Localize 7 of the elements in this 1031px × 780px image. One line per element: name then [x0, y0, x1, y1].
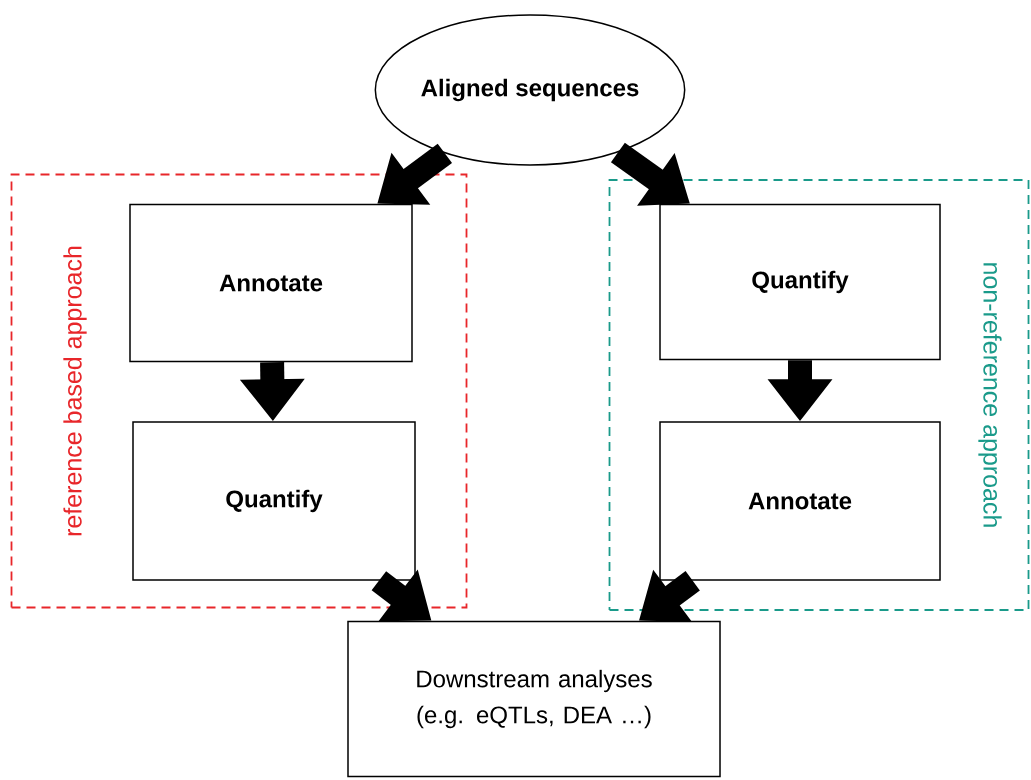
process-box: Quantify — [132, 421, 416, 581]
group-label: non-reference approach — [978, 263, 1002, 527]
process-box: Quantify — [659, 203, 941, 361]
process-box: Annotate — [129, 203, 413, 363]
group-label: reference based approach — [63, 246, 87, 536]
process-box: Downstream analyses (e.g. eQTLs, DEA …) — [347, 620, 721, 778]
process-box: Annotate — [659, 421, 941, 581]
